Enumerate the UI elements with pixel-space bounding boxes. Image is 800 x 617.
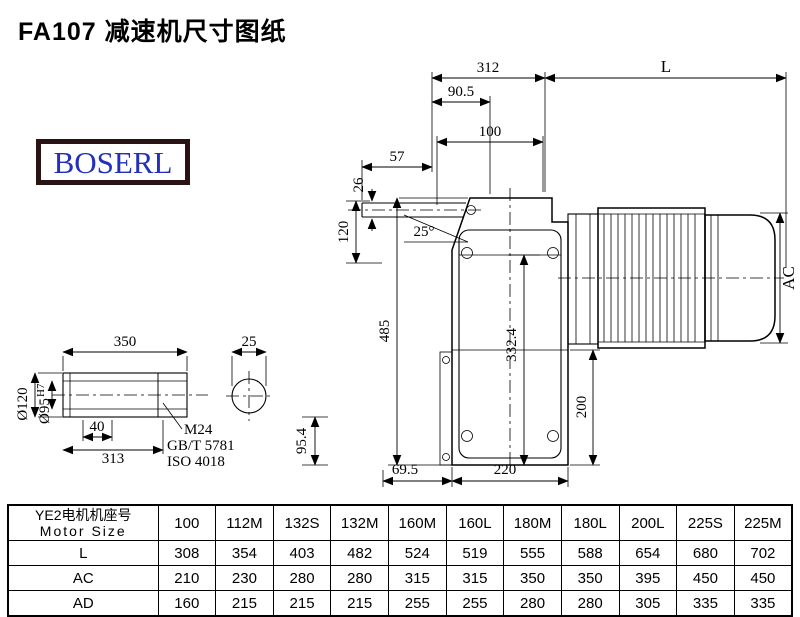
- dim-57: 57: [390, 149, 406, 165]
- table-header-row: YE2电机机座号 Motor Size 100 112M 132S 132M 1…: [7, 504, 793, 542]
- dim-485: 485: [377, 320, 393, 343]
- dim-25: 25: [242, 334, 257, 350]
- table-cell: 215: [330, 590, 389, 617]
- label-m24: M24: [184, 422, 213, 438]
- dim-26: 26: [351, 177, 367, 193]
- label-gbt-5781: GB/T 5781: [167, 438, 235, 454]
- dim-313: 313: [102, 451, 125, 467]
- table-cell: 450: [676, 565, 735, 592]
- dim-90-5: 90.5: [448, 84, 474, 100]
- table-cell: 280: [330, 565, 389, 592]
- dim-332-4: 332.4: [504, 328, 520, 362]
- table-cell: 654: [618, 540, 678, 567]
- table-cell: 210: [157, 565, 217, 592]
- boserl-logo: BOSERL: [36, 139, 190, 185]
- dim-200: 200: [574, 396, 590, 419]
- table-cell: 315: [388, 565, 447, 592]
- table-cell: 215: [272, 590, 332, 617]
- table-cell: 230: [215, 565, 274, 592]
- table-corner-cell: YE2电机机座号 Motor Size: [7, 504, 159, 542]
- table-cell: 524: [388, 540, 447, 567]
- table-cell: 335: [676, 590, 735, 617]
- shaft-detail-view: [62, 372, 267, 418]
- table-cell: 555: [503, 540, 562, 567]
- table-cell: 160: [157, 590, 217, 617]
- table-cell: 482: [330, 540, 389, 567]
- dim-AC: AC: [779, 266, 798, 290]
- table-cell: 215: [215, 590, 274, 617]
- row-label-AC: AC: [7, 565, 159, 592]
- table-cell: 354: [215, 540, 274, 567]
- corner-label-en: Motor Size: [39, 523, 127, 540]
- corner-label-cn: YE2电机机座号: [35, 507, 132, 523]
- motor-outline: [567, 207, 776, 349]
- dim-350: 350: [114, 334, 137, 350]
- dimension-lines: [30, 73, 787, 486]
- size-col-header: 180L: [560, 504, 620, 542]
- size-col-header: 160M: [388, 504, 447, 542]
- dim-69-5: 69.5: [392, 462, 418, 478]
- dim-40: 40: [90, 419, 105, 435]
- dim-95-4: 95.4: [294, 427, 310, 454]
- table-cell: 588: [560, 540, 620, 567]
- table-cell: 702: [733, 540, 793, 567]
- size-col-header: 100: [157, 504, 217, 542]
- size-col-header: 160L: [445, 504, 505, 542]
- table-cell: 305: [618, 590, 678, 617]
- table-cell: 350: [560, 565, 620, 592]
- table-cell: 315: [445, 565, 505, 592]
- label-iso-4018: ISO 4018: [167, 454, 225, 470]
- dim-220: 220: [494, 462, 517, 478]
- table-cell: 255: [388, 590, 447, 617]
- table-cell: 450: [733, 565, 793, 592]
- dim-dia-120: Ø120: [15, 387, 31, 420]
- table-cell: 519: [445, 540, 505, 567]
- table-row-AD: AD 160 215 215 215 255 255 280 280 305 3…: [7, 590, 793, 617]
- dim-dia-95-h7: Ø95 H7: [35, 383, 53, 424]
- extension-lines: [38, 72, 788, 487]
- page-title: FA107 减速机尺寸图纸: [18, 18, 287, 46]
- table-cell: 395: [618, 565, 678, 592]
- dim-120: 120: [336, 221, 352, 244]
- table-cell: 255: [445, 590, 505, 617]
- size-col-header: 225M: [733, 504, 793, 542]
- table-cell: 350: [503, 565, 562, 592]
- table-cell: 280: [272, 565, 332, 592]
- dim-h7-tolerance: H7: [35, 383, 47, 397]
- dim-dia-95: Ø95: [37, 398, 53, 424]
- dim-312: 312: [477, 60, 500, 76]
- dim-angle-25: 25°: [414, 224, 435, 240]
- size-col-header: 180M: [503, 504, 562, 542]
- size-col-header: 132S: [272, 504, 332, 542]
- size-col-header: 225S: [676, 504, 735, 542]
- table-cell: 308: [157, 540, 217, 567]
- motor-size-table: YE2电机机座号 Motor Size 100 112M 132S 132M 1…: [7, 504, 793, 617]
- table-cell: 335: [733, 590, 793, 617]
- dim-L: L: [661, 57, 671, 76]
- size-col-header: 132M: [330, 504, 389, 542]
- size-col-header: 200L: [618, 504, 678, 542]
- table-row-L: L 308 354 403 482 524 519 555 588 654 68…: [7, 540, 793, 567]
- technical-drawing: 312 L 90.5 100 57 26 120 485 25° AC 332.…: [15, 57, 798, 487]
- table-cell: 280: [503, 590, 562, 617]
- gearbox-outline: [361, 197, 569, 466]
- table-row-AC: AC 210 230 280 280 315 315 350 350 395 4…: [7, 565, 793, 592]
- row-label-L: L: [7, 540, 159, 567]
- dimension-labels: 312 L 90.5 100 57 26 120 485 25° AC 332.…: [15, 57, 798, 478]
- row-label-AD: AD: [7, 590, 159, 617]
- table-cell: 403: [272, 540, 332, 567]
- size-col-header: 112M: [215, 504, 274, 542]
- dim-100: 100: [479, 124, 502, 140]
- boserl-logo-text: BOSERL: [53, 144, 173, 180]
- table-cell: 280: [560, 590, 620, 617]
- table-cell: 680: [676, 540, 735, 567]
- motor-fins: [603, 214, 696, 342]
